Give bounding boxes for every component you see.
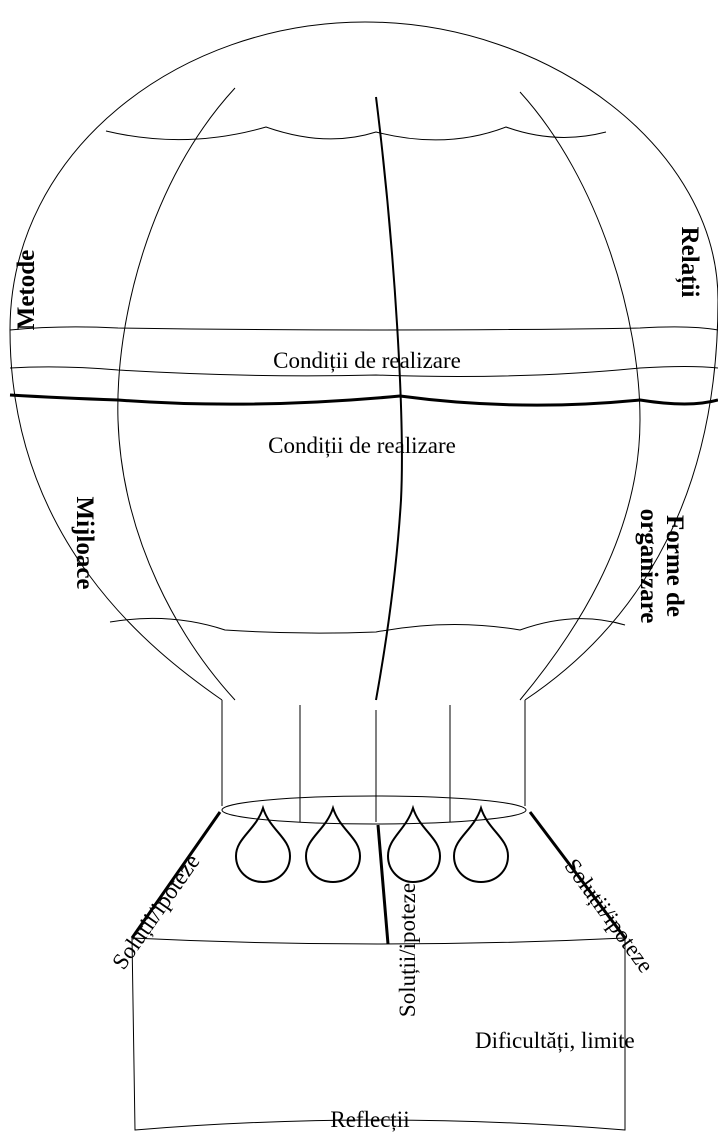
band-upper [10, 327, 718, 330]
meridian-right [520, 92, 640, 700]
bottom-band [110, 618, 625, 633]
label-relatii: Relații [675, 227, 703, 298]
droplet-icon [454, 808, 508, 882]
label-forme-organizare: Forme de organizare [635, 509, 688, 624]
label-conditii-realizare-lower: Condiții de realizare [268, 433, 456, 458]
label-reflectii: Reflecții [330, 1107, 409, 1132]
label-mijloace: Mijloace [71, 496, 98, 589]
label-metode: Metode [13, 250, 40, 331]
rope-center [378, 825, 388, 944]
droplet-icon [306, 808, 360, 882]
top-band [106, 127, 606, 140]
label-forme-line1: Forme de [661, 515, 688, 617]
label-conditii-realizare-upper: Condiții de realizare [273, 348, 461, 373]
droplet-icon [388, 808, 440, 882]
meridian-left [118, 88, 235, 700]
label-forme-line2: organizare [635, 509, 662, 624]
label-dificultati-limite: Dificultăți, limite [475, 1028, 635, 1053]
band-thick [10, 395, 718, 405]
label-solutii-right: Soluții/ipoteze [560, 854, 659, 977]
label-solutii-center: Soluții/ipoteze [395, 883, 420, 1017]
label-solutii-left: Soluții/ipoteze [107, 850, 204, 974]
